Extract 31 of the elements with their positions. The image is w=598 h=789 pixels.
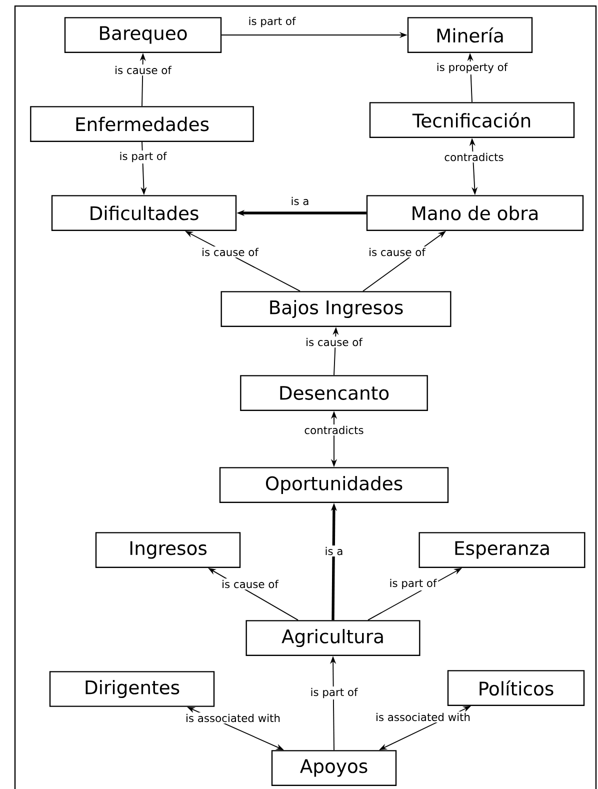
edge-label: is property of bbox=[435, 62, 509, 74]
concept-box: Enfermedades bbox=[30, 106, 254, 142]
edge-label: is associated with bbox=[184, 712, 282, 724]
edge-label: contradicts bbox=[302, 424, 366, 436]
edge-label: is part of bbox=[388, 578, 438, 590]
concept-box: Bajos Ingresos bbox=[220, 291, 452, 327]
concept-box: Tecnificación bbox=[369, 102, 575, 138]
edge-label: is cause of bbox=[220, 578, 280, 590]
concept-box: Barequeo bbox=[64, 17, 222, 53]
edge-label: is cause of bbox=[367, 246, 427, 258]
edge-label: is cause of bbox=[304, 336, 364, 348]
concept-box: Dificultades bbox=[51, 195, 237, 231]
concept-box: Dirigentes bbox=[49, 671, 215, 707]
concept-box: Esperanza bbox=[418, 532, 586, 568]
edge-label: is a bbox=[323, 546, 345, 556]
edge-label: is associated with bbox=[374, 712, 472, 722]
edge-label: is cause of bbox=[200, 246, 260, 258]
edge-label: contradicts bbox=[442, 152, 506, 162]
edge-label: is a bbox=[289, 196, 311, 206]
edge-label: is part of bbox=[246, 16, 298, 28]
concept-box: Desencanto bbox=[240, 375, 428, 411]
concept-box: Mano de obra bbox=[366, 195, 584, 231]
edge-label: is cause of bbox=[113, 64, 173, 76]
concept-box: Minería bbox=[407, 17, 533, 53]
edge-label: is part of bbox=[308, 686, 360, 700]
concept-box: Agricultura bbox=[246, 620, 420, 656]
concept-box: Ingresos bbox=[95, 532, 241, 568]
concept-box: Apoyos bbox=[271, 750, 397, 786]
concept-box: Oportunidades bbox=[219, 467, 449, 503]
concept-box: Políticos bbox=[447, 670, 585, 706]
edge-label: is part of bbox=[118, 150, 168, 164]
